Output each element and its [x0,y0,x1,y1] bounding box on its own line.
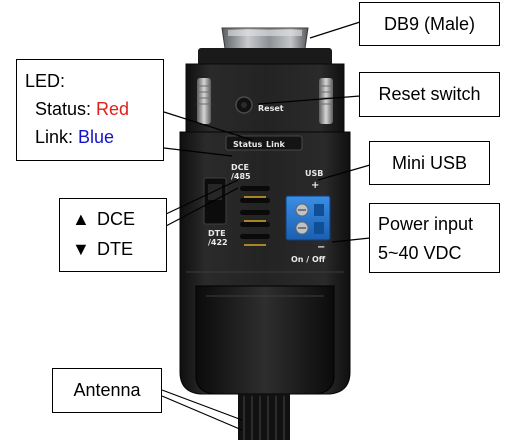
device-body: Status Link DCE /485 DTE /422 USB + [179,131,351,395]
callout-power-title: Power input [378,214,474,234]
led-window [225,135,303,151]
device-label-link: Link [266,140,286,149]
callout-db9: DB9 (Male) [359,2,500,46]
callout-antenna: Antenna [52,368,162,413]
db9-connector [198,27,332,66]
callout-led-link-label: Link: [35,126,79,147]
up-triangle-icon: ▲ [72,209,90,229]
antenna-cap [195,285,335,395]
vent-slots [240,186,270,239]
callout-dce-label: DCE [97,209,136,229]
device-label-plus: + [311,180,319,191]
callout-led-status-value: Red [96,98,130,119]
leader-switch-upper [165,179,239,215]
device-label-422: /422 [208,238,228,247]
right-thumbscrew [319,78,333,124]
callout-power-range: 5~40 VDC [378,242,462,263]
callout-power-input: Power input 5~40 VDC [369,203,500,273]
callout-dce-line: ▲ DCE [72,205,166,235]
callout-led-title: LED: [25,71,66,91]
callout-antenna-text: Antenna [73,380,141,401]
device-label-on-off: On / Off [291,255,326,264]
callout-led: LED: Status: Red Link: Blue [16,59,164,161]
callout-dte-label: DTE [97,238,134,259]
terminal-block [285,195,331,241]
leader-db9 [309,21,361,39]
callout-led-status-line: Status: Red [25,96,163,124]
left-thumbscrew [197,78,211,124]
leader-reset [257,95,361,105]
callout-mini-usb: Mini USB [369,141,490,185]
leader-usb [317,164,371,181]
device-label-usb: USB [305,169,323,178]
callout-mini-usb-text: Mini USB [391,152,467,173]
callout-dte-line: ▼ DTE [72,235,166,265]
callout-db9-text: DB9 (Male) [383,13,476,34]
device-label-dce: DCE [231,163,249,172]
callout-led-link-value: Blue [78,126,115,147]
callout-led-status-label: Status: [35,98,97,119]
leader-led-link [163,147,233,157]
leader-power [331,237,371,243]
callout-led-link-line: Link: Blue [25,124,163,152]
device-label-dte: DTE [208,229,226,238]
device-label-minus: − [317,242,325,253]
leader-led-status [163,111,253,141]
callout-reset-switch: Reset switch [359,72,500,117]
down-triangle-icon: ▼ [72,238,90,259]
device-label-reset: Reset [258,104,284,113]
callout-reset-switch-text: Reset switch [378,84,481,105]
device-label-485: /485 [231,172,251,181]
leader-antenna-upper [161,389,243,421]
leader-antenna-lower [161,395,243,431]
antenna [238,394,290,440]
callout-dce-dte: ▲ DCE ▼ DTE [59,198,167,272]
leader-lines [161,21,371,431]
leader-switch-lower [165,187,239,227]
db9-housing: Reset [185,63,345,137]
device-label-status: Status [233,140,263,149]
